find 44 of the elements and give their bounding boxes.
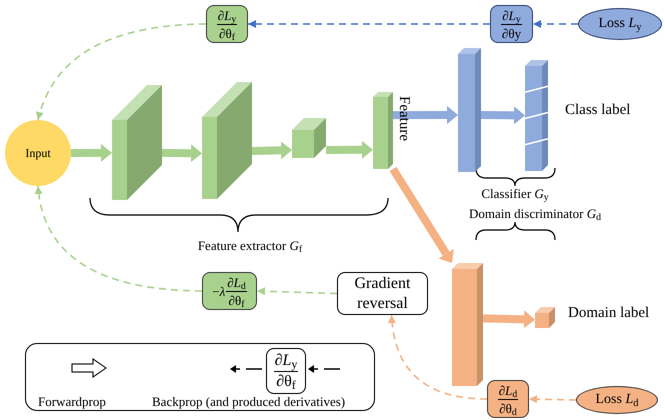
legend-text: Forwardprop — [38, 393, 106, 411]
block-arrow — [392, 106, 458, 124]
layer-block — [202, 82, 252, 199]
derivative-formula: ∂L$_{y}$ ∂θy — [500, 8, 522, 40]
group-label: Feature extractor G$_{f}$ — [196, 238, 304, 254]
layer-block — [458, 48, 481, 172]
derivative-formula: ∂L$_{y}$ ∂θ$_{f}$ — [216, 8, 238, 40]
legend-text: Backprop (and produced derivatives) — [152, 393, 346, 411]
dashed-arrow — [388, 314, 488, 400]
dashed-arrow — [256, 287, 338, 296]
node-text: Gradient reversal — [354, 274, 412, 314]
node-caption: Class label — [565, 103, 630, 118]
block-arrow — [162, 144, 202, 162]
group-label: Domain discriminator G$_{d}$ — [468, 206, 602, 222]
block-arrow — [326, 140, 373, 159]
layer-block — [373, 92, 393, 169]
derivative-formula: ∂L$_{d}$ ∂θ$_{d}$ — [498, 384, 518, 414]
process-box — [337, 272, 428, 315]
node-text: Loss L$_{y}$ — [598, 15, 642, 33]
node-text: Input — [25, 146, 51, 160]
block-arrow — [70, 144, 112, 162]
gradient-box — [206, 5, 248, 43]
gradient-box — [490, 5, 533, 43]
block-arrow — [252, 141, 292, 160]
node-caption: Feature — [396, 96, 411, 141]
block-arrow — [480, 106, 525, 124]
gradient-box — [202, 272, 257, 310]
node-text: Loss L$_{d}$ — [596, 391, 638, 409]
block-arrow — [482, 310, 535, 328]
dashed-arrow — [35, 186, 202, 292]
layer-block — [112, 85, 162, 200]
derivative-formula: ∂L$_{y}$ ∂θ$_{f}$ — [274, 352, 298, 390]
layer-block — [525, 60, 548, 171]
dashed-arrow — [533, 20, 578, 28]
group-label: Classifier G$_{y}$ — [480, 186, 550, 202]
gradient-box — [487, 380, 529, 418]
block-arrow — [390, 166, 454, 263]
dashed-arrow — [36, 23, 206, 120]
layer-block — [452, 263, 483, 386]
layer-block — [292, 118, 326, 158]
dashed-arrow — [248, 20, 490, 28]
dashed-arrow — [528, 395, 576, 404]
node-caption: Domain label — [568, 306, 650, 321]
layer-block — [535, 307, 555, 328]
